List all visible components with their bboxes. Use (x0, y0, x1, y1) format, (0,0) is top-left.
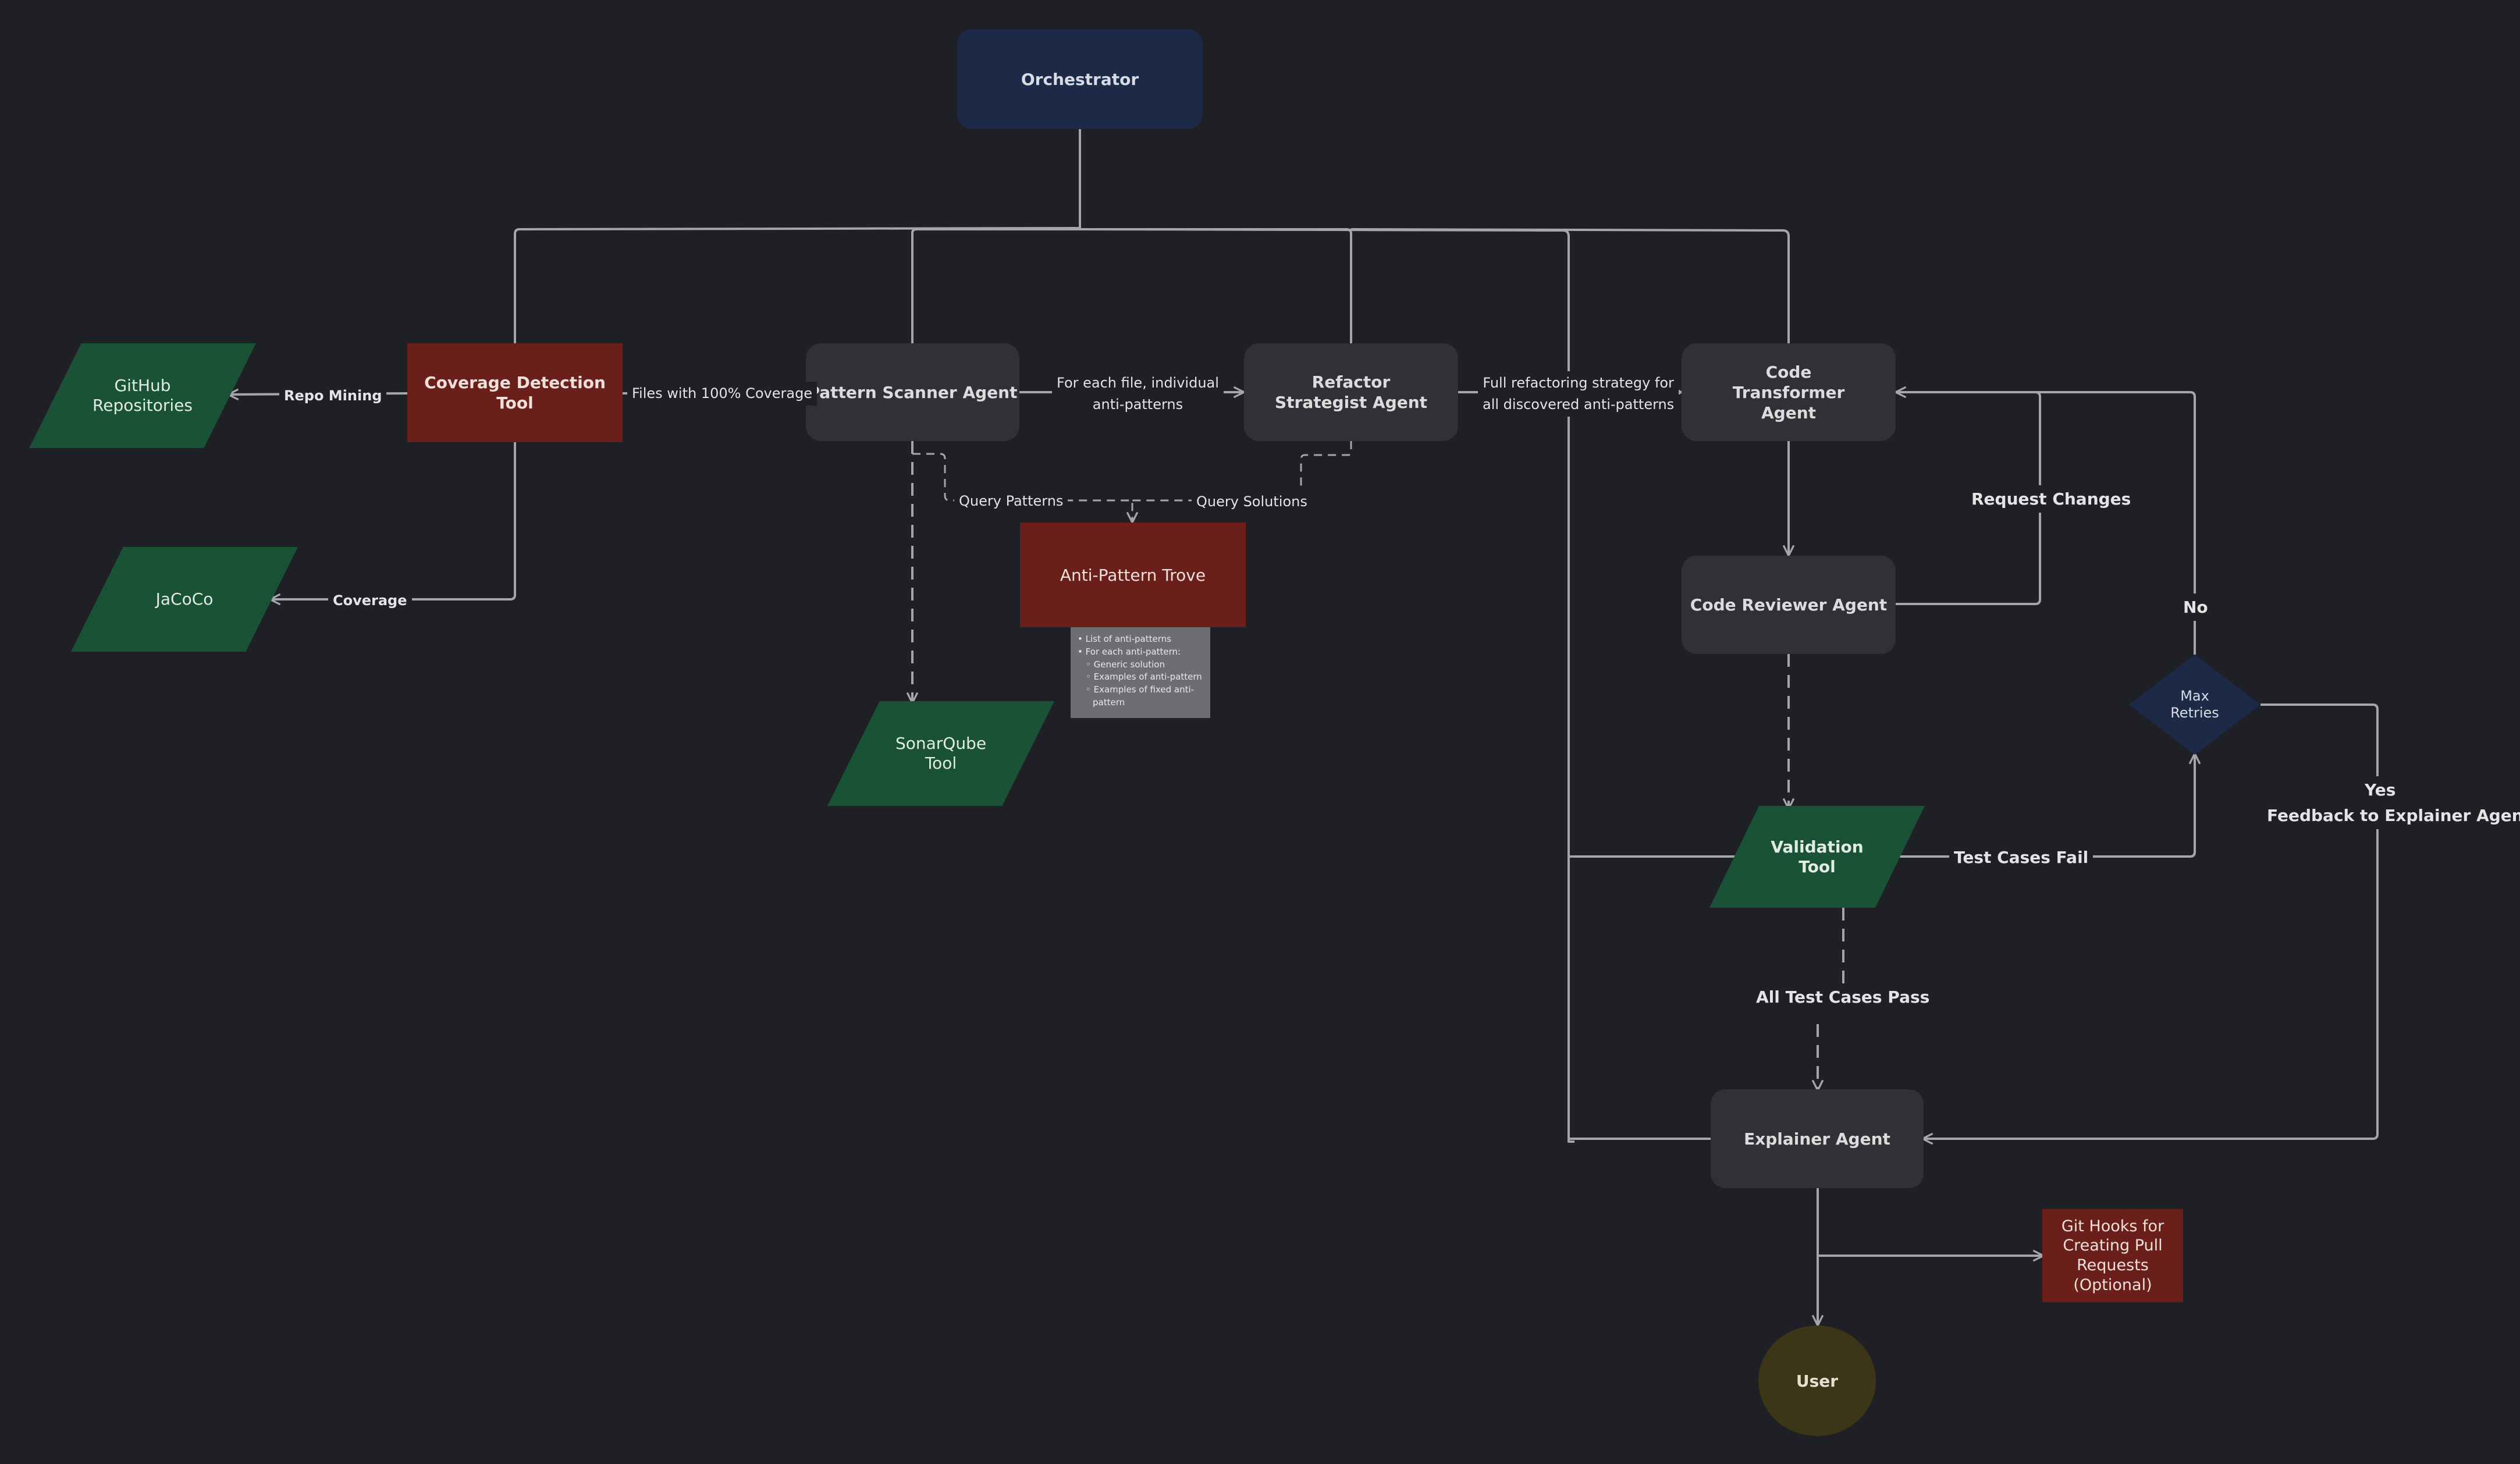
label-coverage: Coverage (328, 589, 412, 613)
orchestrator-label: Orchestrator (1021, 69, 1139, 89)
coverage-detection-tool-node[interactable]: Coverage Detection Tool (407, 343, 623, 442)
code-reviewer-agent-label: Code Reviewer Agent (1690, 595, 1888, 614)
label-all-test-cases-pass: All Test Cases Pass (1751, 983, 1935, 1011)
github-repositories-label: GitHub Repositories (93, 376, 193, 415)
anti-pattern-trove-label: Anti-Pattern Trove (1060, 565, 1206, 585)
edge-validation-to-explainer (1818, 908, 1844, 1090)
max-retries-label: Max Retries (2170, 688, 2219, 721)
edge-coverage (270, 441, 516, 599)
label-no: No (2178, 594, 2213, 621)
label-feedback: Feedback to Explainer Agent (2262, 802, 2520, 830)
edge-orchestrator-to-scanner (911, 228, 1080, 344)
label-request-changes: Request Changes (1967, 485, 2136, 513)
edge-test-cases-fail (1896, 754, 2195, 858)
note-item: • List of anti-patterns (1078, 634, 1171, 644)
refactor-strategist-agent-node[interactable]: Refactor Strategist Agent (1244, 343, 1458, 441)
jacoco-node[interactable]: JaCoCo (71, 547, 298, 652)
pattern-scanner-agent-node[interactable]: Pattern Scanner Agent (806, 343, 1019, 441)
refactor-strategist-agent-label: Refactor Strategist Agent (1274, 372, 1428, 412)
code-transformer-agent-label: Code Transformer Agent (1732, 362, 1845, 422)
label-query-solutions: Query Solutions (1192, 490, 1312, 514)
edge-yes-feedback (1922, 703, 2379, 1139)
edge-orchestrator-to-transformer (1350, 228, 1790, 344)
validation-tool-label: Validation Tool (1771, 837, 1864, 876)
user-node[interactable]: User (1758, 1326, 1876, 1436)
label-yes: Yes (2360, 776, 2401, 804)
label-per-file: For each file, individual anti-patterns (1052, 371, 1224, 417)
note-item: ◦ Examples of anti-pattern (1086, 671, 1202, 683)
validation-tool-node[interactable]: Validation Tool (1709, 806, 1925, 908)
label-full-strategy-line2: all discovered anti-patterns (1483, 396, 1675, 413)
pattern-scanner-agent-label: Pattern Scanner Agent (808, 382, 1018, 402)
note-item: ◦ Generic solution (1086, 659, 1165, 670)
label-full-strategy-line1: Full refactoring strategy for (1483, 375, 1674, 391)
label-per-file-line1: For each file, individual (1057, 375, 1219, 391)
label-test-cases-fail: Test Cases Fail (1949, 844, 2094, 872)
note-item: • For each anti-pattern: (1078, 646, 1181, 657)
sonarqube-tool-node[interactable]: SonarQube Tool (827, 701, 1054, 806)
explainer-agent-label: Explainer Agent (1744, 1129, 1890, 1149)
max-retries-decision-node[interactable]: Max Retries (2129, 655, 2260, 755)
git-hooks-label: Git Hooks for Creating Pull Requests (Op… (2061, 1217, 2164, 1294)
user-label: User (1796, 1371, 1839, 1391)
git-hooks-node[interactable]: Git Hooks for Creating Pull Requests (Op… (2042, 1209, 2183, 1302)
anti-pattern-trove-note: • List of anti-patterns • For each anti-… (1071, 627, 1210, 718)
note-item: pattern (1093, 697, 1125, 708)
github-repositories-node[interactable]: GitHub Repositories (29, 343, 256, 448)
edge-orchestrator-to-coverage (514, 227, 1080, 344)
edge-side-to-explainer (1568, 1136, 1711, 1140)
edge-no-retry (1897, 391, 2196, 655)
explainer-agent-node[interactable]: Explainer Agent (1711, 1089, 1924, 1188)
label-query-patterns: Query Patterns (954, 489, 1068, 514)
label-repo-mining: Repo Mining (279, 384, 387, 408)
edge-query-patterns (912, 453, 1132, 523)
code-reviewer-agent-node[interactable]: Code Reviewer Agent (1682, 556, 1896, 654)
jacoco-label: JaCoCo (155, 589, 214, 609)
label-files-full-coverage: Files with 100% Coverage (627, 382, 818, 406)
anti-pattern-trove-node[interactable]: Anti-Pattern Trove (1020, 523, 1246, 627)
label-full-strategy: Full refactoring strategy for all discov… (1478, 371, 1679, 417)
sonarqube-tool-label: SonarQube Tool (895, 734, 987, 773)
orchestrator-node[interactable]: Orchestrator (957, 29, 1203, 129)
note-item: ◦ Examples of fixed anti- (1086, 684, 1195, 695)
edge-orchestrator-to-strategist (1080, 228, 1352, 344)
code-transformer-agent-node[interactable]: Code Transformer Agent (1682, 343, 1896, 441)
label-per-file-line2: anti-patterns (1092, 396, 1183, 413)
coverage-detection-tool-label: Coverage Detection Tool (424, 373, 606, 413)
